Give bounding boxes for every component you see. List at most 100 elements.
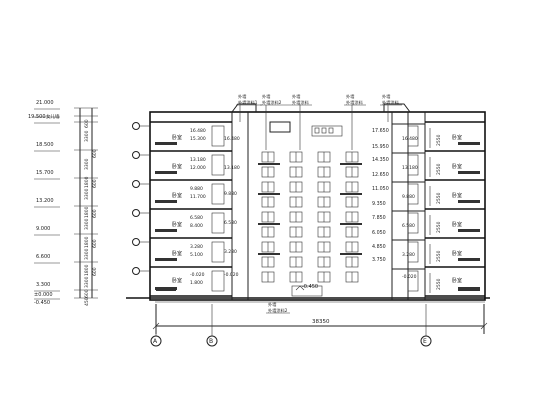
left-door xyxy=(211,125,225,147)
elev-21000: 21.000 xyxy=(36,100,54,106)
left-inner-levels: 16.480 13.180 9.880 6.580 3.280 -0.020 xyxy=(224,136,240,278)
svg-text:外墙涂料: 外墙涂料 xyxy=(382,99,400,106)
room-label-l2: 卧室 xyxy=(172,163,182,170)
left-level-pairs: 16.480 15.300 13.180 12.000 9.880 11.700… xyxy=(190,128,206,286)
left-door xyxy=(211,270,225,292)
balcony-rail xyxy=(340,253,362,255)
sub-1800-c: 1800 xyxy=(84,236,90,248)
room-label-l3: 卧室 xyxy=(172,192,182,199)
llp-5a: 3.280 xyxy=(190,244,203,250)
svg-text:外墙: 外墙 xyxy=(262,93,270,100)
svg-text:外墙: 外墙 xyxy=(268,301,276,308)
h-3300-b: 3300 xyxy=(84,158,90,170)
balcony-rail xyxy=(258,193,280,195)
elev-0000: ±0.000 xyxy=(34,292,53,298)
h-3300-f: 3300 xyxy=(84,276,90,288)
svg-text:外墙: 外墙 xyxy=(292,93,300,100)
balcony-rail xyxy=(340,193,362,195)
left-sill xyxy=(155,200,177,203)
balcony-rail xyxy=(340,163,362,165)
rl-5: 3.280 xyxy=(402,252,415,258)
llp-3b: 11.700 xyxy=(190,194,206,200)
cl-6: 9.350 xyxy=(372,201,386,207)
lil-1: 16.480 xyxy=(224,136,240,142)
room-label-r2: 卧室 xyxy=(452,163,462,170)
cl-2: 15.950 xyxy=(372,144,389,150)
llp-2a: 13.180 xyxy=(190,157,206,163)
total-dimension: 38350 xyxy=(312,319,330,325)
cl-3: 14.350 xyxy=(372,157,389,163)
lil-3: 9.880 xyxy=(224,191,237,197)
left-sill xyxy=(155,171,177,174)
wall-marker xyxy=(132,209,140,217)
room-label-r3: 卧室 xyxy=(452,192,462,199)
room-label-l4: 卧室 xyxy=(172,221,182,228)
overall-dimension: 38350 xyxy=(152,304,488,334)
bottom-tag: 外墙 外墙涂料2 xyxy=(266,301,290,314)
rl-3: 9.880 xyxy=(402,194,415,200)
left-door xyxy=(211,241,225,263)
h-600-g: 600 xyxy=(84,289,90,298)
rl-6: -0.020 xyxy=(402,274,417,280)
right-sill xyxy=(458,171,480,174)
right-room-labels: 卧室 卧室 卧室 卧室 卧室 卧室 xyxy=(452,134,462,284)
h-3300-d: 3300 xyxy=(84,218,90,230)
center-levels: 17.650 15.950 14.350 12.650 11.050 9.350… xyxy=(372,128,389,263)
top-tag-3: 外墙 外墙涂料 xyxy=(290,93,312,150)
left-scale-ticks xyxy=(34,107,98,300)
left-sill-base xyxy=(156,288,176,291)
cl-1: 17.650 xyxy=(372,128,389,134)
rl-4: 6.580 xyxy=(402,223,415,229)
room-label-r5: 卧室 xyxy=(452,250,462,257)
axis-a: A xyxy=(150,335,162,347)
lil-2: 13.180 xyxy=(224,165,240,171)
rrh-5: 2550 xyxy=(436,250,442,262)
left-door xyxy=(211,183,225,205)
svg-text:外墙涂料: 外墙涂料 xyxy=(346,99,364,106)
llp-2b: 12.000 xyxy=(190,165,206,171)
left-door xyxy=(211,212,225,234)
h-600-c: 600 xyxy=(92,179,98,188)
right-door xyxy=(407,154,419,176)
cl-4: 12.650 xyxy=(372,172,389,178)
sub-1800-b: 1800 xyxy=(84,206,90,218)
sub-1800-d: 1800 xyxy=(84,264,90,276)
llp-4a: 6.580 xyxy=(190,215,203,221)
wall-marker xyxy=(132,122,140,130)
entrance-door xyxy=(291,285,323,297)
llp-6a: -0.020 xyxy=(190,272,205,278)
lil-4: 6.580 xyxy=(224,220,237,226)
svg-text:E: E xyxy=(423,338,427,345)
cl-10: 3.750 xyxy=(372,257,386,263)
left-sill xyxy=(155,142,177,145)
room-label-r1: 卧室 xyxy=(452,134,462,141)
axis-e: E xyxy=(420,335,432,347)
balcony-rail xyxy=(258,163,280,165)
right-levels: 16.480 13.180 9.880 6.580 3.280 -0.020 xyxy=(402,136,418,280)
left-sill xyxy=(155,229,177,232)
svg-text:A: A xyxy=(153,338,158,345)
rrh-3: 2550 xyxy=(436,192,442,204)
wall-marker xyxy=(132,238,140,246)
room-label-l5: 卧室 xyxy=(172,250,182,257)
axis-bubbles: A B E xyxy=(150,304,432,347)
right-sill xyxy=(458,200,480,203)
right-door xyxy=(407,125,419,147)
svg-text:外墙: 外墙 xyxy=(346,93,354,100)
roof-note: 女儿墙 xyxy=(46,113,60,120)
left-elevation-scale: 21.000 19.500 女儿墙 18.500 15.700 13.200 9… xyxy=(28,100,98,306)
top-tag-1: 外墙 外墙涂料1 xyxy=(236,93,262,122)
right-door xyxy=(407,241,419,263)
h-450: 450 xyxy=(84,297,90,306)
llp-1b: 15.300 xyxy=(190,136,206,142)
top-tag-2: 外墙 外墙涂料2 xyxy=(260,93,290,150)
top-tag-4: 外墙 外墙涂料 xyxy=(344,93,366,150)
svg-text:外墙涂料1: 外墙涂料1 xyxy=(238,99,258,106)
right-sill xyxy=(458,142,480,145)
left-door xyxy=(211,154,225,176)
left-scale-heights: 600 3300 600 3300 600 3300 600 3300 600 … xyxy=(84,119,98,306)
elev-6600: 6.600 xyxy=(36,254,50,260)
h-3300-e: 3300 xyxy=(84,248,90,260)
elev-13200: 13.200 xyxy=(36,198,54,204)
